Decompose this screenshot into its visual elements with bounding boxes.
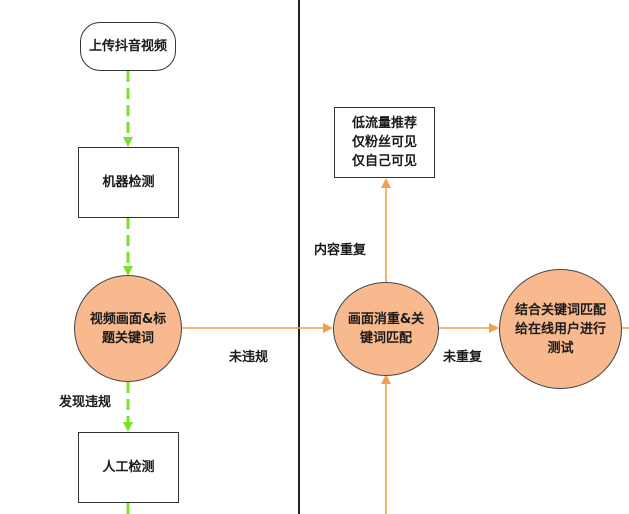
node-manual-check: 人工检测 <box>78 432 179 503</box>
node-match-online-users: 结合关键词匹配 给在线用户进行 测试 <box>499 269 622 389</box>
label-no-violation: 未违规 <box>229 350 269 365</box>
node-dedup-match-line1: 画面消重&关 <box>347 312 425 327</box>
node-low-traffic-line3: 仅自己可见 <box>351 154 417 169</box>
node-dedup-match-line2: 键词匹配 <box>359 331 412 346</box>
node-low-traffic-line1: 低流量推荐 <box>351 116 417 131</box>
node-video-keywords-line2: 题关键词 <box>101 330 154 346</box>
node-dedup-match: 画面消重&关 键词匹配 <box>333 282 439 376</box>
node-match-online-users-line1: 结合关键词匹配 <box>514 302 606 318</box>
node-video-keywords: 视频画面&标 题关键词 <box>74 275 182 382</box>
node-machine-check: 机器检测 <box>78 147 179 218</box>
node-low-traffic: 低流量推荐 仅粉丝可见 仅自己可见 <box>334 107 435 178</box>
node-upload-video: 上传抖音视频 <box>80 22 176 71</box>
node-video-keywords-line1: 视频画面&标 <box>89 311 167 327</box>
node-match-online-users-line3: 测试 <box>547 340 574 356</box>
node-machine-check-text: 机器检测 <box>102 175 155 190</box>
label-duplicate-content: 内容重复 <box>314 243 367 258</box>
label-violation-found: 发现违规 <box>59 395 112 410</box>
node-manual-check-text: 人工检测 <box>102 460 155 475</box>
node-match-online-users-line2: 给在线用户进行 <box>514 321 606 337</box>
node-upload-video-text: 上传抖音视频 <box>88 39 167 54</box>
label-not-duplicate: 未重复 <box>443 350 483 365</box>
node-low-traffic-line2: 仅粉丝可见 <box>351 135 417 150</box>
